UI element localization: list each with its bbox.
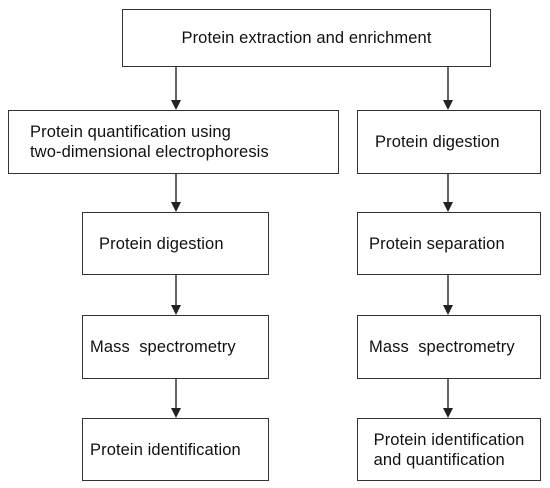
node-right-protein-digestion: Protein digestion [357,110,541,174]
node-left-quantification-2de: Protein quantification using two-dimensi… [8,110,339,174]
node-left-protein-digestion: Protein digestion [82,212,269,275]
node-left-mass-spectrometry: Mass spectrometry [82,315,269,379]
node-right-mass-spectrometry: Mass spectrometry [357,315,541,379]
node-right-protein-separation: Protein separation [357,212,541,275]
node-label: Protein extraction and enrichment [181,29,432,47]
node-right-identification-quantification: Protein identification and quantificatio… [357,418,541,481]
node-label: Mass spectrometry [90,338,236,356]
node-label: Protein separation [369,234,505,253]
node-label: Mass spectrometry [369,338,515,356]
node-left-protein-identification: Protein identification [82,418,269,481]
node-label: Protein digestion [375,133,500,151]
node-protein-extraction: Protein extraction and enrichment [122,9,491,67]
node-label: Protein digestion [99,234,224,253]
node-label: Protein identification and quantificatio… [373,430,525,469]
node-label: Protein identification [90,440,241,459]
node-label: Protein quantification using two-dimensi… [30,123,269,161]
